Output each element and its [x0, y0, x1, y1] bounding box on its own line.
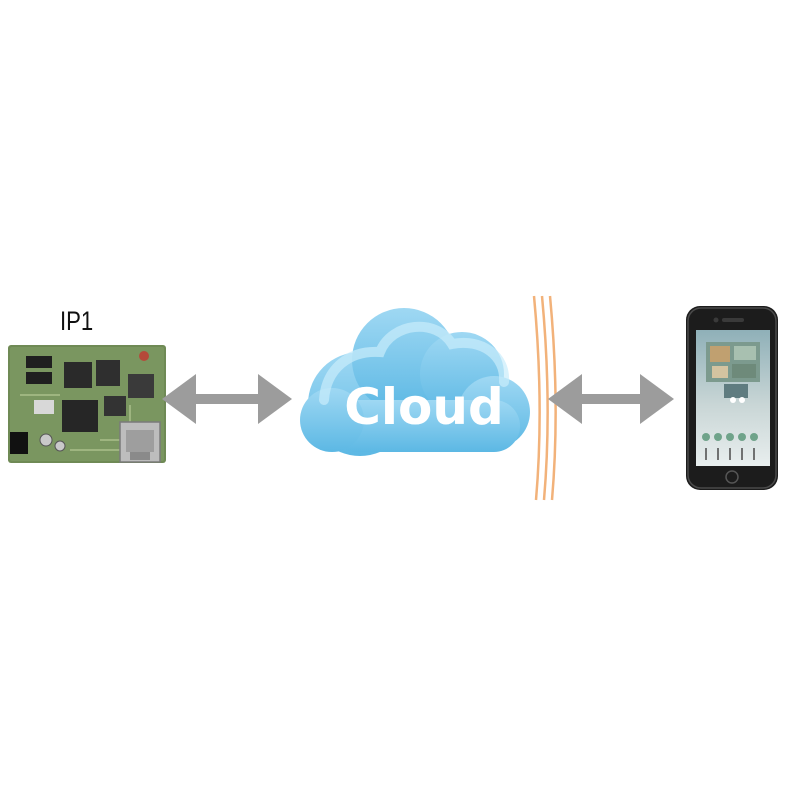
cloud-icon: [300, 308, 530, 456]
cloud-label: Cloud: [344, 378, 504, 436]
smartphone-icon: [686, 306, 778, 490]
circuit-board-icon: [8, 345, 166, 463]
double-arrow-icon: [162, 374, 292, 424]
double-arrow-icon: [548, 374, 674, 424]
device-label: IP1: [60, 306, 94, 336]
